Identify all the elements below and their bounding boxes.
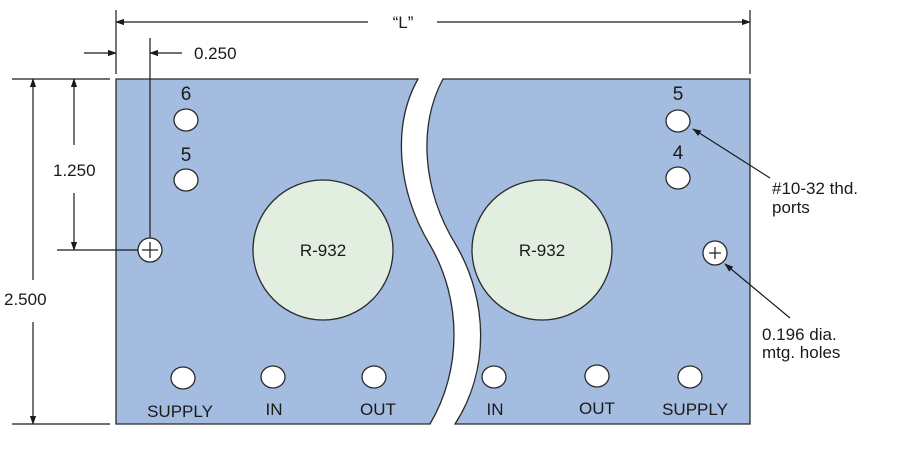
port-number-right-second: 4 — [673, 143, 684, 164]
ports-leader-line — [692, 128, 771, 179]
ports-callout-line2: ports — [772, 198, 810, 217]
offset-dimension-label: 0.250 — [194, 44, 237, 63]
label-left-in: IN — [266, 400, 283, 419]
holes-leader-line — [724, 263, 791, 319]
port-number-right-top: 5 — [673, 84, 684, 105]
port-number-left-second: 5 — [181, 145, 192, 166]
port-left-supply — [170, 366, 196, 390]
port-right-top — [665, 109, 691, 133]
ports-callout-line1: #10-32 thd. — [772, 179, 858, 198]
port-left-top — [173, 108, 199, 132]
port-left-out — [361, 365, 387, 389]
port-left-in — [260, 365, 286, 389]
length-dimension-label: “L” — [393, 13, 414, 32]
port-right-out — [584, 364, 610, 388]
valve-right — [471, 179, 613, 321]
port-right-supply — [677, 365, 703, 389]
half-height-dimension-label: 1.250 — [53, 161, 96, 180]
port-number-left-top: 6 — [181, 84, 192, 105]
label-right-in: IN — [487, 400, 504, 419]
height-dimension-label: 2.500 — [4, 290, 47, 309]
label-left-out: OUT — [360, 400, 396, 419]
holes-callout-line1: 0.196 dia. — [762, 325, 837, 344]
port-right-in — [481, 365, 507, 389]
valve-right-label: R-932 — [519, 241, 565, 260]
port-right-second — [665, 166, 691, 190]
valve-left-label: R-932 — [300, 241, 346, 260]
holes-callout-line2: mtg. holes — [762, 343, 840, 362]
label-left-supply: SUPPLY — [147, 402, 213, 421]
label-right-supply: SUPPLY — [662, 400, 728, 419]
label-right-out: OUT — [579, 399, 615, 418]
port-left-second — [173, 168, 199, 192]
valve-left — [252, 179, 394, 321]
